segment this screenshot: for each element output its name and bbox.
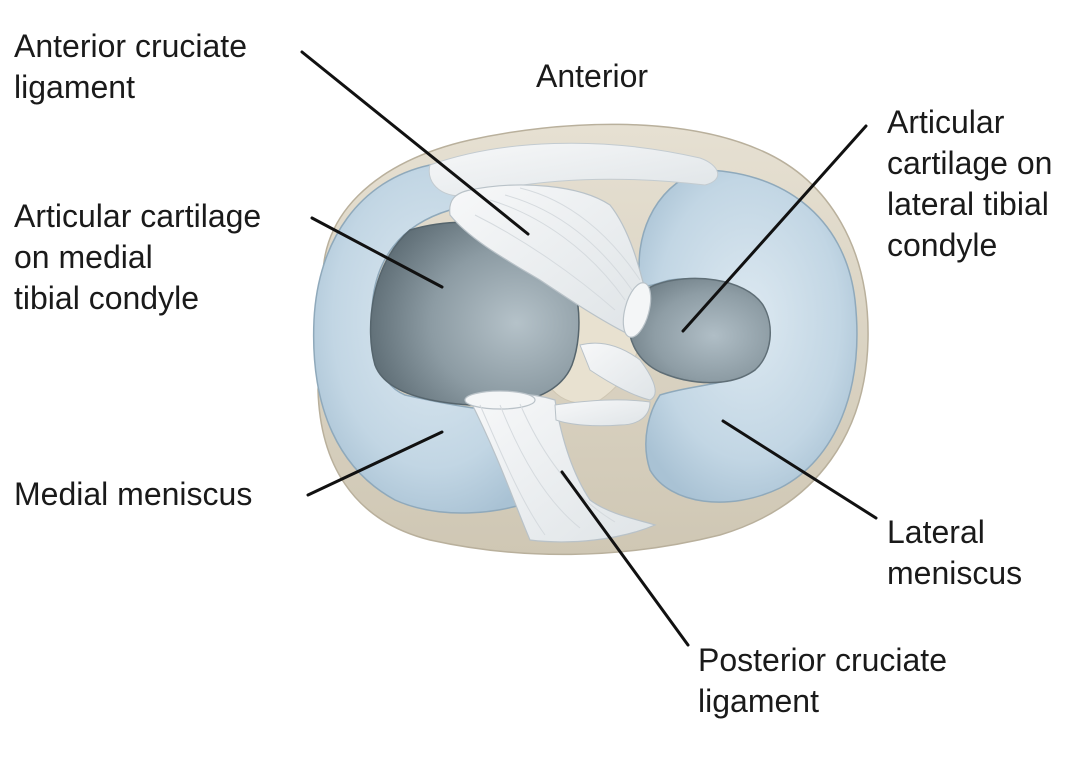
leader-pcl [560, 470, 690, 647]
label-lateral-meniscus: Lateral meniscus [887, 514, 1023, 591]
posterior-band [554, 399, 651, 427]
lateral-meniscus-shape [638, 169, 858, 503]
leader-lateral-meniscus [721, 419, 878, 520]
leader-acl [300, 50, 530, 236]
label-posterior-cruciate-ligament: Posterior cruciate ligament [698, 642, 947, 719]
lateral-horn-ligament [579, 342, 656, 401]
acl-cut-end [622, 282, 652, 338]
label-anterior-cruciate-ligament: Anterior cruciate ligament [14, 28, 247, 105]
label-medial-articular-cartilage: Articular cartilage on medial tibial con… [14, 198, 262, 316]
acl-fibers [474, 187, 641, 311]
label-lateral-articular-cartilage: Articular cartilage on lateral tibial co… [887, 104, 1053, 263]
pcl-cut-end [464, 390, 536, 410]
pcl-shape [469, 393, 657, 543]
pcl-fibers [479, 403, 616, 536]
label-anterior: Anterior [536, 58, 649, 94]
leader-medial-cartilage [310, 216, 444, 289]
leader-lateral-cartilage [681, 124, 868, 333]
leader-lines [300, 50, 878, 647]
label-medial-meniscus: Medial meniscus [14, 476, 253, 512]
leader-medial-meniscus [306, 430, 444, 497]
